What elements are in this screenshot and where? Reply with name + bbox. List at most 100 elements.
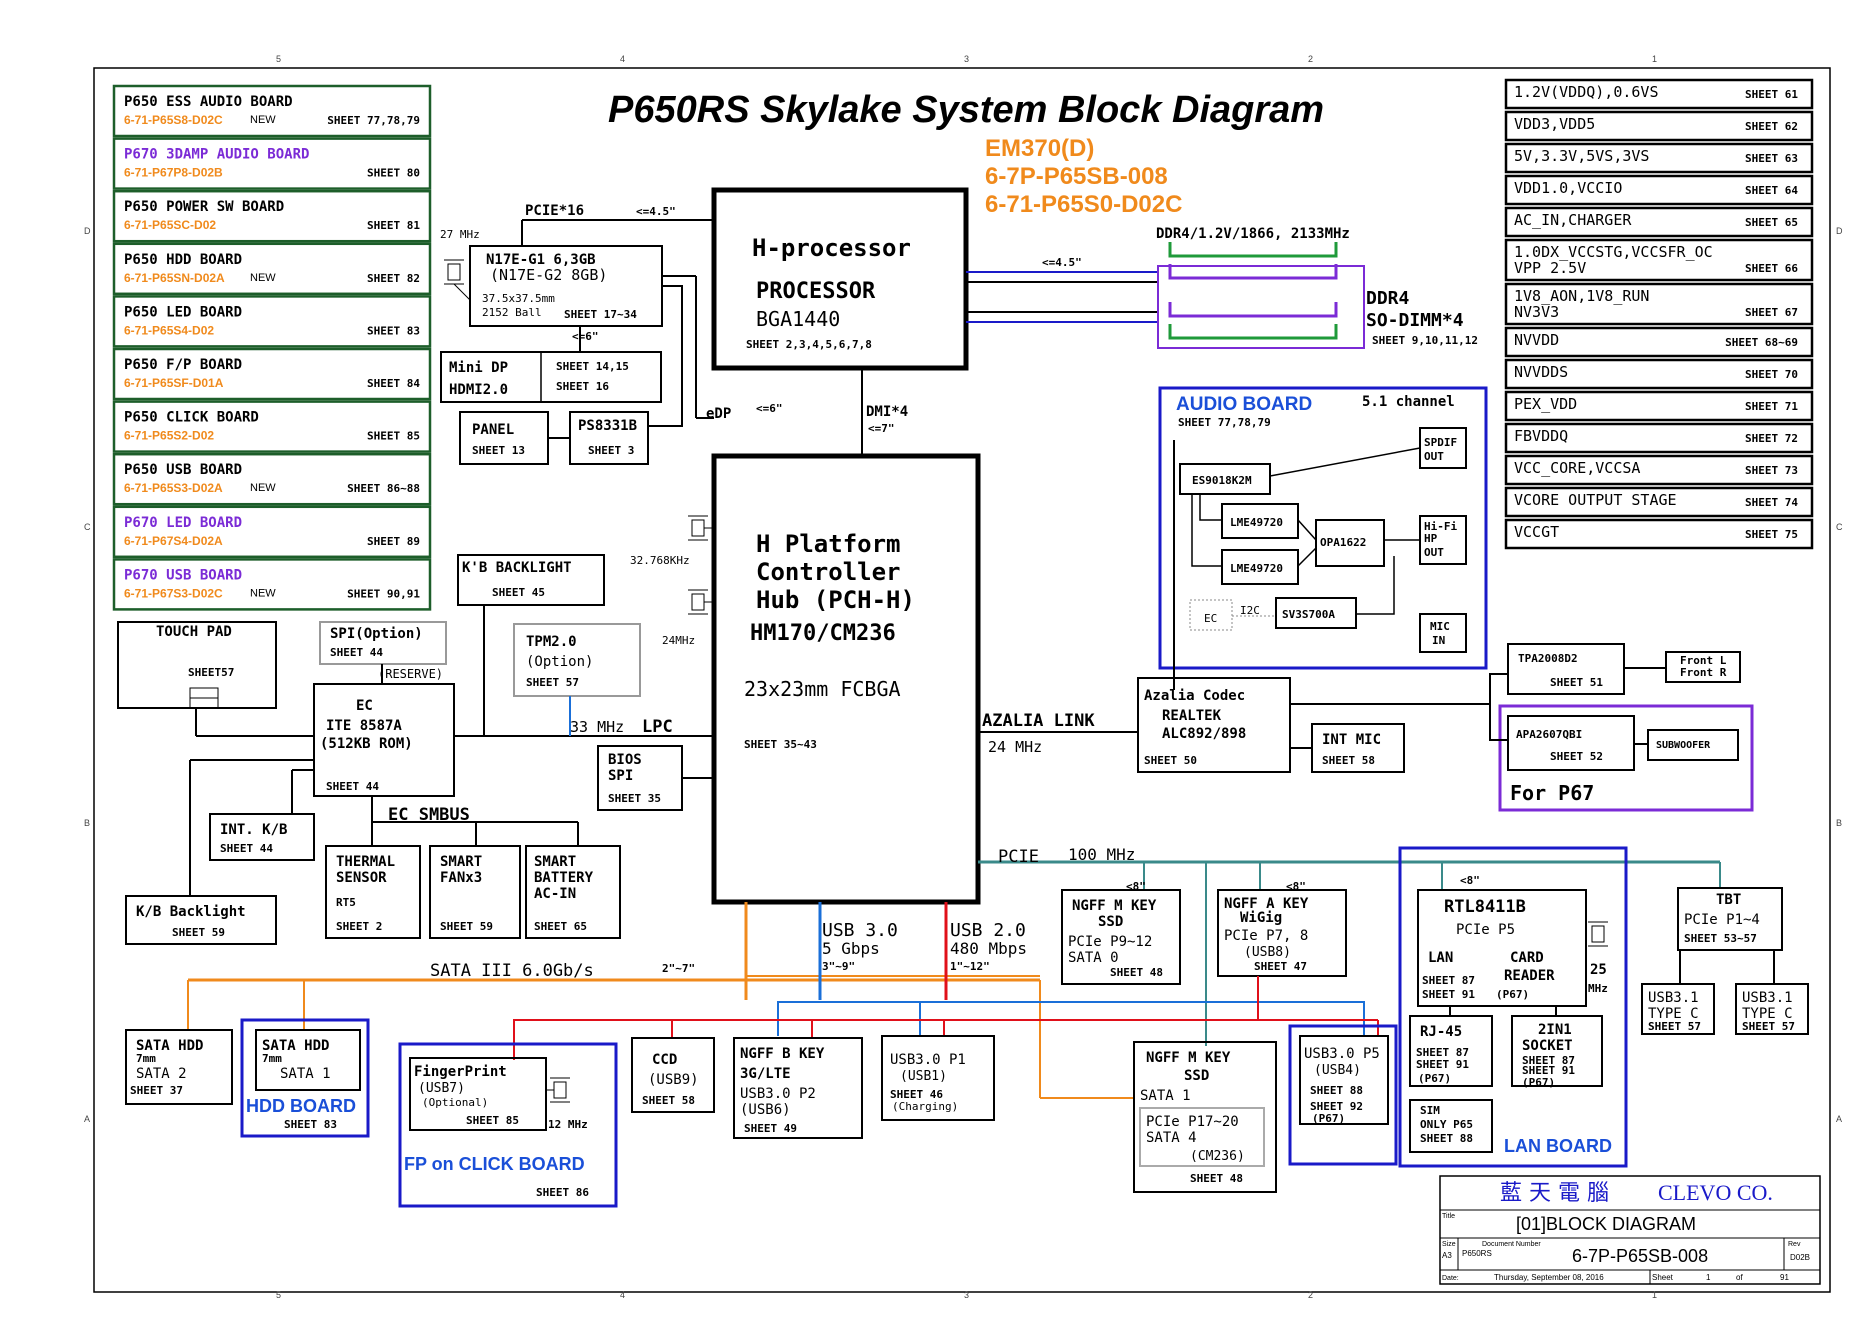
hifi-l2: HP xyxy=(1424,532,1438,545)
lan-board-box xyxy=(1398,846,1628,1168)
pcie16-label: PCIE*16 xyxy=(525,203,584,219)
int-mic-label: INT MIC xyxy=(1322,732,1381,748)
rev-field-value: D02B xyxy=(1790,1253,1810,1262)
dmi-length: <=7" xyxy=(868,422,895,435)
power-rail-sheet: SHEET 70 xyxy=(1745,368,1798,381)
ngff-a-l2: WiGig xyxy=(1240,910,1282,926)
daughter-board-part: 6-71-P67P8-D02B xyxy=(124,166,223,180)
sata-hdd-2-box xyxy=(125,1029,233,1105)
mic-in-l2: IN xyxy=(1432,634,1445,647)
gpu-sheet: SHEET 17~34 xyxy=(564,308,637,321)
clock-25-l2: MHz xyxy=(1588,982,1608,995)
frame-row-marker: C xyxy=(84,522,91,532)
es-spdif-link xyxy=(1269,447,1421,477)
power-rail-sheet: SHEET 66 xyxy=(1745,262,1798,275)
power-rail-sheet: SHEET 72 xyxy=(1745,432,1798,445)
tbt-pcie: PCIe P1~4 xyxy=(1684,912,1760,928)
daughter-board-part: 6-71-P65SF-D01A xyxy=(124,376,224,390)
dimm-slot xyxy=(1168,242,1338,258)
date-field-value: Thursday, September 08, 2016 xyxy=(1494,1273,1604,1282)
gpu-name: N17E-G1 6,3GB xyxy=(486,252,596,268)
dimm-slots xyxy=(1157,242,1365,349)
usb3-length: 3"~9" xyxy=(822,960,855,973)
azalia-clock: 24 MHz xyxy=(988,738,1042,756)
power-sheet-row xyxy=(1504,206,1814,238)
ngff-b-box xyxy=(733,1037,863,1139)
socket-p67: (P67) xyxy=(1522,1076,1555,1089)
daughter-board-sheet: SHEET 77,78,79 xyxy=(327,114,420,127)
codec-sheet: SHEET 50 xyxy=(1144,754,1197,767)
power-sheet-row xyxy=(1504,326,1814,358)
usb3-p1-l2: (USB1) xyxy=(900,1069,947,1084)
es9018-label: ES9018K2M xyxy=(1192,474,1252,487)
edp-length: <=6" xyxy=(756,402,783,415)
touchpad-sheet: SHEET57 xyxy=(188,666,234,679)
power-sheet-row xyxy=(1504,422,1814,454)
daughter-board-new-tag: NEW xyxy=(250,587,276,599)
apa2607-sheet: SHEET 52 xyxy=(1550,750,1603,763)
daughter-board-part: 6-71-P67S4-D02A xyxy=(124,534,223,548)
daughter-board-sheet: SHEET 83 xyxy=(367,324,420,337)
power-rail-sheet: SHEET 67 xyxy=(1745,306,1798,319)
daughter-board-part: 6-71-P65SC-D02 xyxy=(124,218,216,232)
lan-board-label: LAN BOARD xyxy=(1504,1136,1612,1156)
p67-amp-group xyxy=(1498,704,1754,812)
sim-box xyxy=(1409,1099,1493,1153)
power-rail-sheet: SHEET 74 xyxy=(1745,496,1798,509)
usb2-length: 1"~12" xyxy=(950,960,990,973)
sata-hdd-2-l3: SATA 2 xyxy=(136,1066,187,1082)
daughter-board-part: 6-71-P65S3-D02A xyxy=(124,481,223,495)
ngff-a-l1: NGFF A KEY xyxy=(1224,896,1309,912)
daughter-board-row xyxy=(112,505,432,559)
dimm-slot xyxy=(1168,264,1338,280)
ngff-m2-sheet: SHEET 48 xyxy=(1190,1172,1243,1185)
rj45-p67: (P67) xyxy=(1418,1072,1451,1085)
spi-reserve: (RESERVE) xyxy=(378,667,443,681)
frame-column-marker: 5 xyxy=(276,1290,281,1300)
ngff-m2-l3: SATA 1 xyxy=(1140,1088,1191,1104)
ngff-b-l3: USB3.0 P2 xyxy=(740,1086,816,1102)
spdif-l1: SPDIF xyxy=(1424,436,1457,449)
fingerprint-box xyxy=(409,1057,547,1131)
daughter-board-row xyxy=(112,452,432,506)
crystal-25m-icon xyxy=(1588,921,1608,947)
audio-board-label: AUDIO BOARD xyxy=(1176,394,1312,415)
tpm-box xyxy=(513,623,641,697)
smart-fan-l2: FANx3 xyxy=(440,870,482,886)
power-rail-sheet: SHEET 65 xyxy=(1745,216,1798,229)
mic-in-l1: MIC xyxy=(1430,620,1450,633)
bios-spi: SPI xyxy=(608,768,633,784)
total-field-value: 91 xyxy=(1780,1273,1789,1282)
power-sheet-row xyxy=(1504,78,1814,110)
of-field-label: of xyxy=(1736,1273,1743,1282)
fingerprint-sheet: SHEET 85 xyxy=(466,1114,519,1127)
crystal-12m-icon xyxy=(546,1077,570,1103)
power-rail-sheet: SHEET 73 xyxy=(1745,464,1798,477)
sata-hdd-2-l1: SATA HDD xyxy=(136,1038,203,1054)
ec-box xyxy=(313,683,455,797)
title-field-value: [01]BLOCK DIAGRAM xyxy=(1516,1214,1696,1234)
daughter-board-name: P650 HDD BOARD xyxy=(124,252,242,268)
power-sheet-row xyxy=(1504,390,1814,422)
lme2-opa-link xyxy=(1297,547,1317,567)
frame-column-marker: 1 xyxy=(1652,54,1657,64)
usbc-1-l1: USB3.1 xyxy=(1648,990,1699,1006)
crystal-24m-icon xyxy=(688,589,714,615)
es-lme1-link xyxy=(1199,494,1222,521)
rtl-sheet-1: SHEET 87 xyxy=(1422,974,1475,987)
power-rail-sheet: SHEET 71 xyxy=(1745,400,1798,413)
smart-battery-l1: SMART xyxy=(534,854,576,870)
hdd-board-label: HDD BOARD xyxy=(246,1096,356,1116)
ddr-length: <=4.5" xyxy=(1042,256,1082,269)
audio-ec-label: EC xyxy=(1204,612,1217,625)
rtl-lan: LAN xyxy=(1428,950,1453,966)
sata-hdd-1-box xyxy=(255,1029,361,1091)
fp-board-label: FP on CLICK BOARD xyxy=(404,1154,585,1174)
ngff-a-l4: (USB8) xyxy=(1244,945,1291,960)
gpu-ball: 2152 Ball xyxy=(482,306,542,319)
sata-hdd-2-sheet: SHEET 37 xyxy=(130,1084,183,1097)
cpu-title: H-processor xyxy=(752,234,911,262)
power-sheet-row xyxy=(1504,282,1814,326)
tbt-sheet: SHEET 53~57 xyxy=(1684,932,1757,945)
